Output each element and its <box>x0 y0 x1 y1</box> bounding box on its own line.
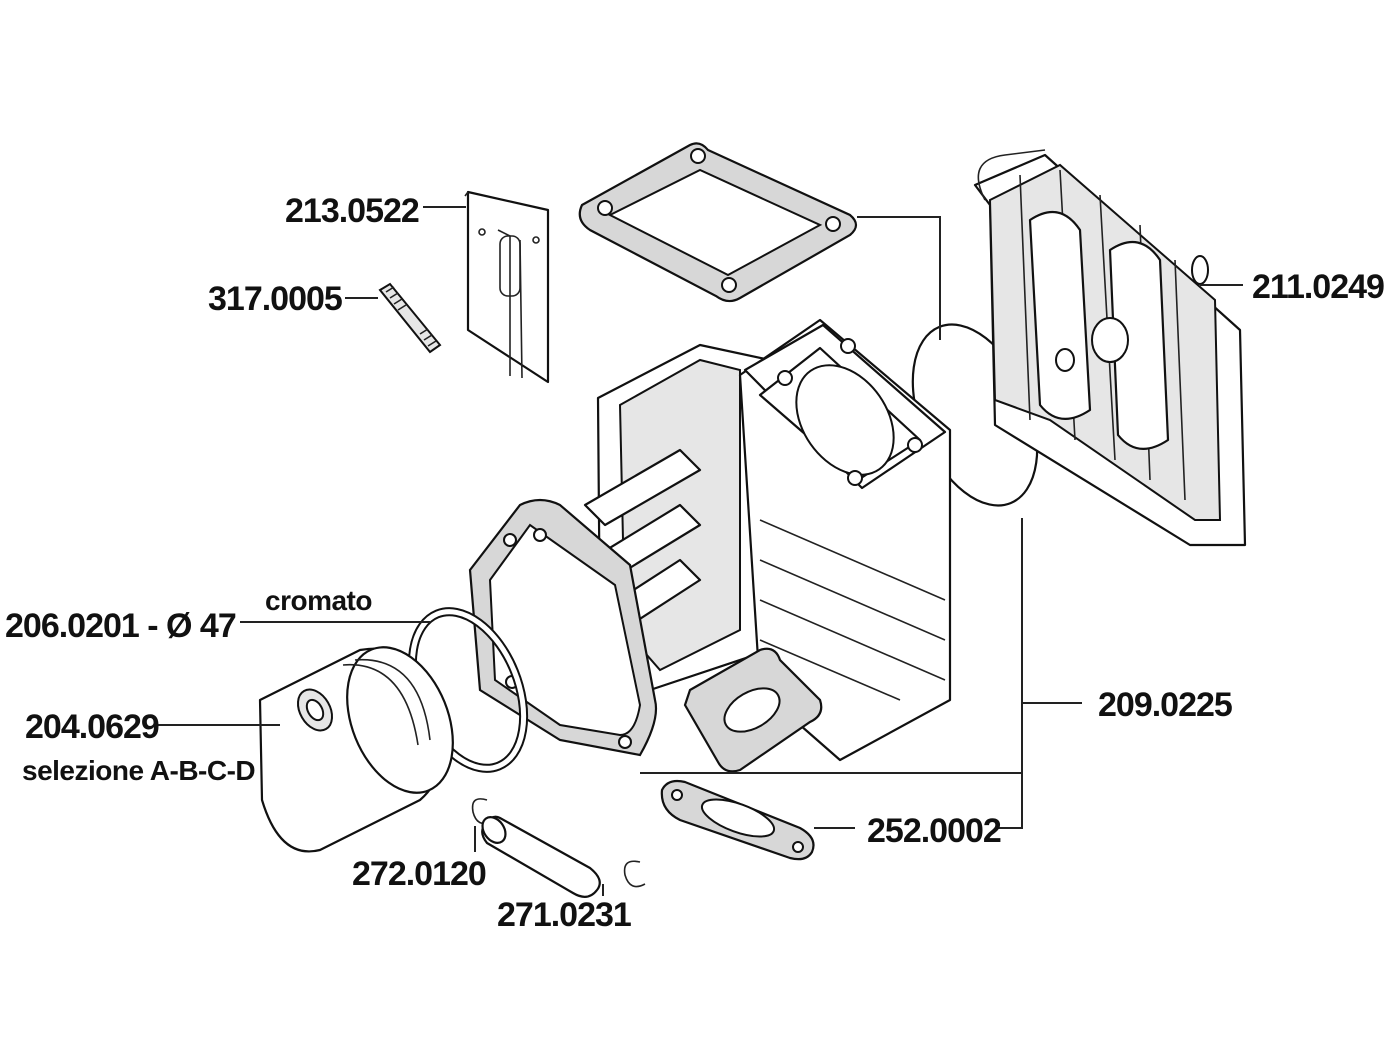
piston <box>258 646 454 853</box>
exhaust-gasket <box>660 779 815 861</box>
label-circlip: 272.0120 <box>352 855 486 893</box>
label-cylinder-head: 211.0249 <box>1252 268 1384 306</box>
piston-pin <box>481 815 601 898</box>
label-piston-pin: 271.0231 <box>497 896 631 934</box>
cylinder <box>583 318 952 773</box>
intake-gasket <box>578 142 858 303</box>
circlip-right <box>623 860 646 888</box>
label-piston-note: selezione A-B-C-D <box>22 755 255 786</box>
label-piston-ring: 206.0201 - Ø 47 <box>5 607 236 645</box>
cylinder-head <box>973 149 1247 547</box>
label-reed-valve: 213.0522 <box>285 192 419 230</box>
label-piston-ring-note: cromato <box>265 585 372 616</box>
label-exhaust-gasket: 252.0002 <box>867 812 1001 850</box>
label-cylinder-kit: 209.0225 <box>1098 686 1232 724</box>
label-stud: 317.0005 <box>208 280 342 318</box>
reed-valve-plate <box>464 190 550 384</box>
label-piston: 204.0629 <box>25 708 159 746</box>
stud <box>378 282 442 354</box>
leader-lines <box>158 206 1243 896</box>
